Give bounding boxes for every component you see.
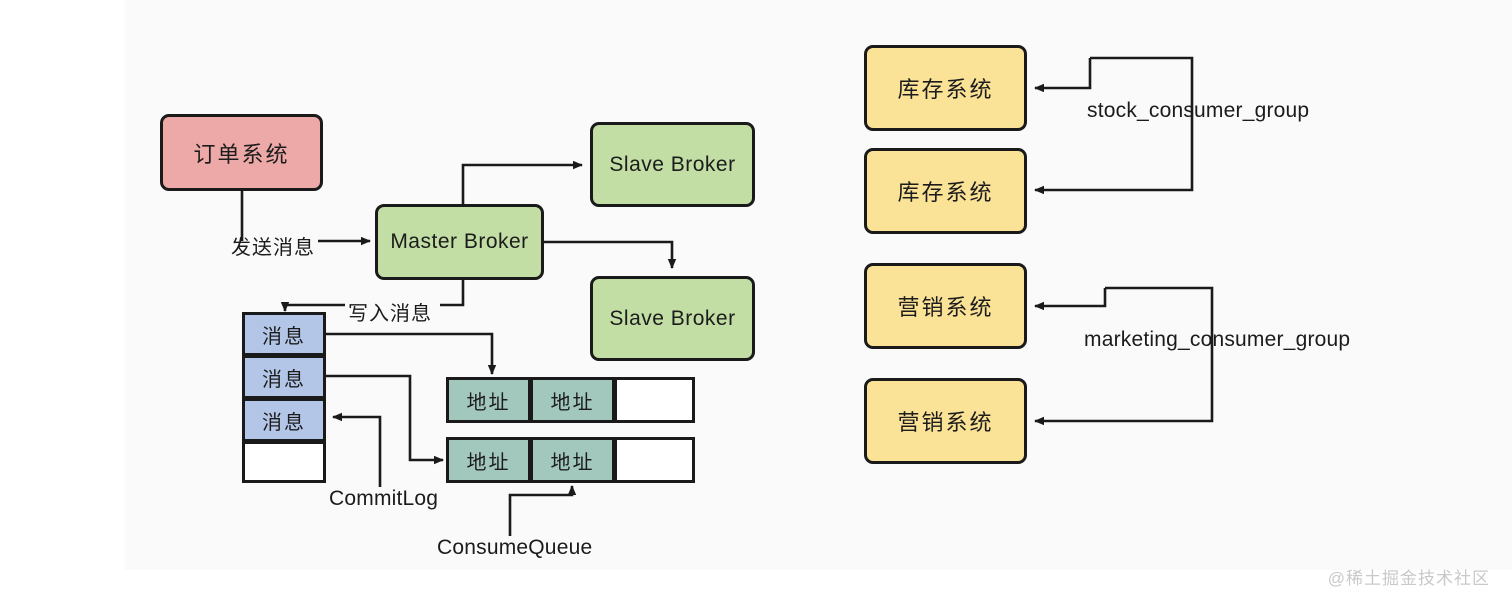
consumequeue-0-cell-1-label: 地址 <box>550 391 595 414</box>
edge-master-to-write-label <box>440 279 465 307</box>
node-order-system[interactable]: 订单系统 <box>160 114 323 191</box>
consumequeue-label: ConsumeQueue <box>437 536 593 559</box>
consumequeue-1-cell-0[interactable]: 地址 <box>446 437 531 483</box>
consumequeue-1-cell-1[interactable]: 地址 <box>530 437 615 483</box>
node-slave-broker-top[interactable]: Slave Broker <box>590 122 755 207</box>
background-panel <box>125 0 1512 570</box>
consumequeue-0-cell-0[interactable]: 地址 <box>446 377 531 423</box>
edge-stock-group-to-stock2 <box>1034 56 1194 195</box>
node-marketing-system-2[interactable]: 营销系统 <box>864 378 1027 464</box>
node-marketing-system-1[interactable]: 营销系统 <box>864 263 1027 349</box>
edge-label-marketing-consumer-group: marketing_consumer_group <box>1084 328 1351 351</box>
commitlog-cell-2-label: 消息 <box>262 411 306 434</box>
commitlog-cell-0-label: 消息 <box>262 325 306 348</box>
edge-marketing-group-to-marketing2 <box>1034 286 1214 426</box>
commitlog-cell-3[interactable] <box>242 441 326 483</box>
node-slave-broker-top-label: Slave Broker <box>609 152 736 176</box>
consumequeue-0-cell-2[interactable] <box>614 377 695 423</box>
edge-write-message-to-commitlog <box>280 302 345 312</box>
node-stock-system-1[interactable]: 库存系统 <box>864 45 1027 131</box>
edge-master-to-slave-top <box>461 160 583 205</box>
node-stock-system-2[interactable]: 库存系统 <box>864 148 1027 234</box>
node-master-broker-label: Master Broker <box>390 230 529 253</box>
node-master-broker[interactable]: Master Broker <box>375 204 544 280</box>
node-marketing-system-1-label: 营销系统 <box>897 295 994 320</box>
commitlog-cell-1-label: 消息 <box>262 368 306 391</box>
edge-stock-group-to-stock1 <box>1034 58 1092 93</box>
edge-master-to-slave-bottom <box>543 240 677 269</box>
commitlog-cell-2[interactable]: 消息 <box>242 398 326 442</box>
commitlog-cell-1[interactable]: 消息 <box>242 355 326 399</box>
edge-label-write-message: 写入消息 <box>348 303 432 325</box>
watermark: @稀土掘金技术社区 <box>1327 569 1490 588</box>
node-stock-system-2-label: 库存系统 <box>897 180 994 205</box>
node-order-system-label: 订单系统 <box>193 141 290 167</box>
edge-commitlog1-to-consumequeue1 <box>326 332 497 375</box>
commitlog-cell-0[interactable]: 消息 <box>242 312 326 356</box>
consumequeue-0-cell-1[interactable]: 地址 <box>530 377 615 423</box>
consumequeue-1-cell-2[interactable] <box>614 437 695 483</box>
edge-label-stock-consumer-group: stock_consumer_group <box>1087 99 1310 122</box>
node-slave-broker-bottom-label: Slave Broker <box>609 306 736 330</box>
consumequeue-1-cell-0-label: 地址 <box>466 451 511 474</box>
node-stock-system-1-label: 库存系统 <box>897 77 994 102</box>
edge-commitlog2-to-consumequeue2 <box>326 374 444 465</box>
commitlog-label: CommitLog <box>329 487 439 510</box>
edge-marketing-group-to-marketing1 <box>1034 288 1107 311</box>
node-marketing-system-2-label: 营销系统 <box>897 410 994 435</box>
edge-commitlog-label-pointer <box>332 412 382 487</box>
edge-consumequeue-label-pointer <box>508 485 577 536</box>
consumequeue-1-cell-1-label: 地址 <box>550 451 595 474</box>
node-slave-broker-bottom[interactable]: Slave Broker <box>590 276 755 361</box>
consumequeue-0-cell-0-label: 地址 <box>466 391 511 414</box>
edge-label-send-message: 发送消息 <box>231 237 315 259</box>
